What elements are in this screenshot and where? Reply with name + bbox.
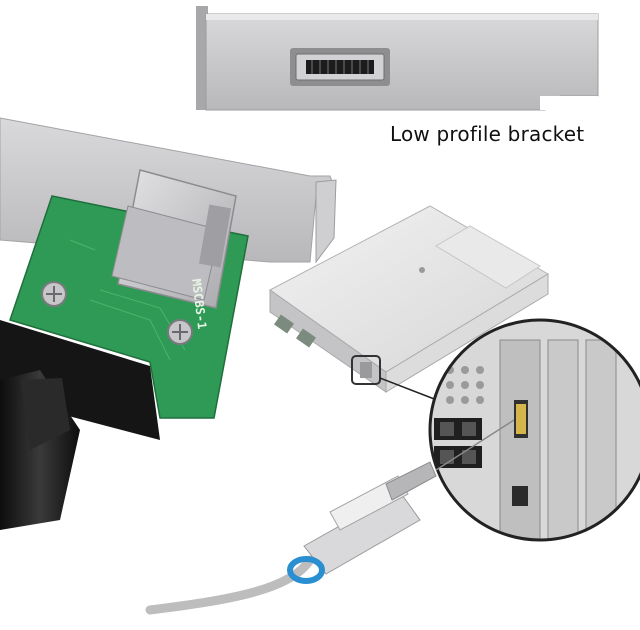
rear-port-zoom xyxy=(428,318,640,542)
adapter-board-assembly xyxy=(0,117,337,530)
bracket-caption: Low profile bracket xyxy=(390,122,585,146)
zoom-leader-line xyxy=(379,377,443,403)
server-chassis xyxy=(269,205,549,393)
low-profile-bracket xyxy=(196,6,599,111)
sas-cable xyxy=(145,419,515,615)
